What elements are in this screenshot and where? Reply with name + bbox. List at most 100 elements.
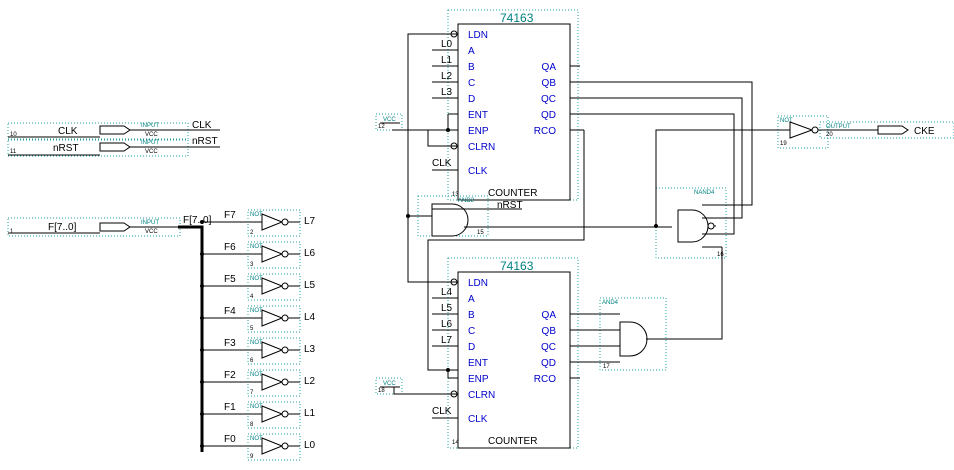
input-pin-nrst[interactable]: 11 nRST INPUT VCC nRST — [7, 136, 220, 157]
inverter-output-label: L6 — [304, 248, 316, 259]
pin-name: CKE — [914, 126, 935, 137]
and4-gate[interactable]: AND4 17 — [599, 297, 667, 371]
gate-type: AND4 — [602, 300, 619, 306]
load-net-label: L3 — [441, 87, 453, 98]
input-pin-clk[interactable]: 10 CLK INPUT VCC CLK — [7, 120, 220, 140]
vcc-source-top[interactable]: VCC 12 — [375, 113, 448, 131]
not-output-gate[interactable]: NOT 19 — [777, 115, 829, 149]
inverter-output-label: L2 — [304, 376, 316, 387]
pin-a: A — [468, 294, 475, 305]
counter-body — [457, 271, 571, 449]
pin-d: D — [468, 342, 475, 353]
load-net-label: L4 — [441, 287, 453, 298]
inverter-type: NOT — [250, 404, 263, 410]
output-pin-cke[interactable]: OUTPUT 20 CKE — [818, 121, 954, 139]
pin-clk: CLK — [468, 414, 488, 425]
pin-name: CLK — [58, 126, 78, 137]
inverter-symbol — [261, 341, 284, 359]
inverter-input-label: F1 — [224, 402, 236, 413]
inverter-output-label: L4 — [304, 312, 316, 323]
load-net-label: L1 — [441, 55, 453, 66]
pin-qd: QD — [541, 358, 556, 369]
inverter-bubble — [281, 442, 289, 450]
net-label: nRST — [192, 136, 218, 147]
bus-f: F[7..0] — [178, 215, 212, 452]
nand4-gate[interactable]: NAND4 16 — [655, 187, 727, 259]
counter-part: 74163 — [500, 259, 534, 273]
vcc-source-bottom[interactable]: VCC 18 — [375, 377, 448, 395]
pin-qa: QA — [542, 62, 557, 73]
input-pin-f[interactable]: 1 F[7..0] INPUT VCC — [7, 217, 181, 237]
inverter-bubble — [281, 314, 289, 322]
pin-vcc: VCC — [145, 229, 158, 235]
inverter-type: NOT — [250, 372, 263, 378]
pin-clrn: CLRN — [468, 142, 495, 153]
inverter-number: 3 — [250, 262, 254, 268]
inverter-number: 6 — [250, 358, 254, 364]
inverter-output-label: L5 — [304, 280, 316, 291]
and2-gate[interactable]: AND2 15 nRST — [408, 195, 672, 237]
pin-number: 1 — [10, 229, 14, 235]
inverter-type: NOT — [250, 308, 263, 314]
load-net-label: L7 — [441, 335, 453, 346]
pin-d: D — [468, 94, 475, 105]
inverter-input-label: F3 — [224, 338, 236, 349]
clk-net-label: CLK — [432, 406, 452, 417]
gate-type: NOT — [780, 118, 793, 124]
pin-type: INPUT — [141, 123, 159, 129]
pin-b: B — [468, 310, 475, 321]
counter-number: 13 — [452, 192, 459, 198]
inverter-bubble — [281, 378, 289, 386]
inverter-type: NOT — [250, 276, 263, 282]
load-net-label: L6 — [441, 319, 453, 330]
pin-enp: ENP — [468, 126, 489, 137]
inverter-symbol — [261, 277, 284, 295]
inverter-f7[interactable]: F7 NOT 2 L7 — [200, 209, 316, 237]
inverter-input-label: F4 — [224, 306, 236, 317]
inverter-number: 7 — [250, 390, 254, 396]
inverter-symbol — [261, 309, 284, 327]
pin-a: A — [468, 46, 475, 57]
gate-number: 17 — [603, 364, 610, 370]
gate-number: 16 — [717, 252, 724, 258]
inverter-output-label: L1 — [304, 408, 316, 419]
pin-clrn: CLRN — [468, 390, 495, 401]
vcc-label: VCC — [383, 117, 396, 123]
inverter-input-label: F7 — [224, 210, 236, 221]
pin-c: C — [468, 326, 475, 337]
inverter-number: 2 — [250, 230, 254, 236]
pin-ent: ENT — [468, 358, 488, 369]
inverter-bubble — [281, 410, 289, 418]
interconnect-wires — [406, 33, 790, 395]
pin-qd: QD — [541, 110, 556, 121]
net-label: nRST — [497, 200, 523, 211]
pin-number: 20 — [826, 132, 833, 138]
inverter-number: 4 — [250, 294, 254, 300]
counter-74163-bottom[interactable]: 74163LDNAL4BL5CL6DL7ENTENPCLRNCLKCLKQAQB… — [432, 257, 579, 449]
counter-74163-top[interactable]: 74163LDNAL0BL1CL2DL3ENTENPCLRNCLKCLKQAQB… — [432, 9, 579, 201]
pin-number: 11 — [10, 149, 17, 155]
inverter-type: NOT — [250, 436, 263, 442]
pin-rco: RCO — [534, 126, 556, 137]
inverter-symbol — [261, 437, 284, 455]
inverter-type: NOT — [250, 212, 263, 218]
inverter-input-label: F0 — [224, 434, 236, 445]
inverter-f5[interactable]: F5 NOT 4 L5 — [200, 273, 316, 301]
inverter-input-label: F5 — [224, 274, 236, 285]
pin-name: F[7..0] — [48, 222, 77, 233]
inverter-output-label: L7 — [304, 216, 316, 227]
inverter-number: 9 — [250, 454, 254, 460]
counter-part: 74163 — [500, 11, 534, 25]
vcc-label: VCC — [383, 381, 396, 387]
pin-clk: CLK — [468, 166, 488, 177]
pin-vcc: VCC — [145, 132, 158, 138]
gate-type: AND2 — [458, 198, 475, 204]
